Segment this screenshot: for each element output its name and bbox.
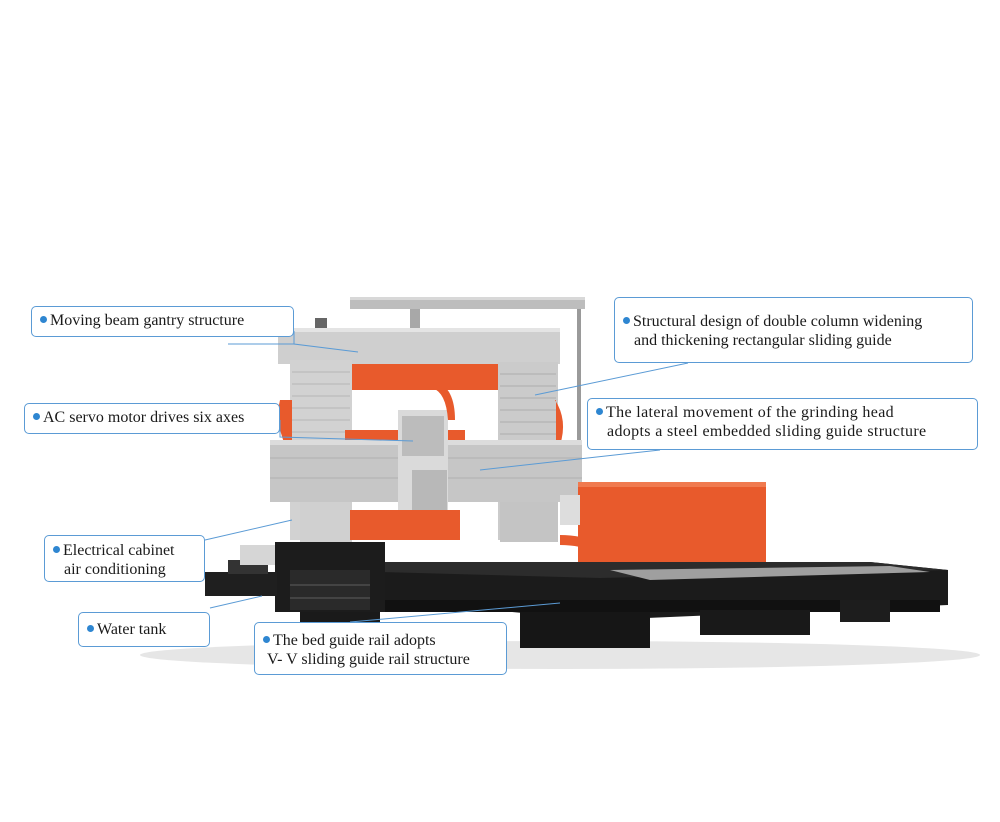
callout-text-line2: V- V sliding guide rail structure bbox=[267, 651, 470, 668]
water-tank-unit bbox=[205, 545, 277, 596]
leader-lines bbox=[204, 331, 689, 623]
bullet-icon bbox=[623, 316, 630, 324]
callout-lateral-movement-guide: The lateral movement of the grinding hea… bbox=[587, 398, 978, 450]
bullet-icon bbox=[40, 315, 47, 323]
machine-bed bbox=[380, 562, 948, 648]
callout-text-line2: air conditioning bbox=[64, 561, 166, 578]
callout-text-line1: The lateral movement of the grinding hea… bbox=[606, 404, 895, 421]
machine-base bbox=[275, 542, 385, 628]
callout-text-line2: adopts a steel embedded sliding guide st… bbox=[607, 423, 927, 440]
callout-text: AC servo motor drives six axes bbox=[43, 409, 245, 426]
bullet-icon bbox=[53, 545, 60, 553]
orange-guard bbox=[560, 482, 766, 562]
callout-text-line1: Structural design of double column widen… bbox=[633, 313, 923, 330]
callout-bed-guide-rail: The bed guide rail adopts V- V sliding g… bbox=[254, 622, 507, 675]
bullet-icon bbox=[87, 624, 94, 632]
callout-text: Water tank bbox=[97, 621, 167, 638]
callout-moving-beam-gantry: Moving beam gantry structure bbox=[31, 306, 294, 337]
top-rail bbox=[315, 297, 585, 479]
callout-text-line1: Electrical cabinet bbox=[63, 542, 175, 559]
bullet-icon bbox=[33, 412, 40, 420]
callout-text: Moving beam gantry structure bbox=[50, 312, 245, 329]
callout-text-line1: The bed guide rail adopts bbox=[273, 632, 436, 649]
callout-electrical-cabinet: Electrical cabinet air conditioning bbox=[44, 535, 205, 582]
callout-ac-servo-motor: AC servo motor drives six axes bbox=[24, 403, 280, 434]
callout-text-line2: and thickening rectangular sliding guide bbox=[634, 332, 892, 349]
callout-double-column-guide: Structural design of double column widen… bbox=[614, 297, 973, 363]
bullet-icon bbox=[596, 407, 603, 415]
callout-water-tank: Water tank bbox=[78, 612, 210, 647]
bullet-icon bbox=[263, 635, 270, 643]
